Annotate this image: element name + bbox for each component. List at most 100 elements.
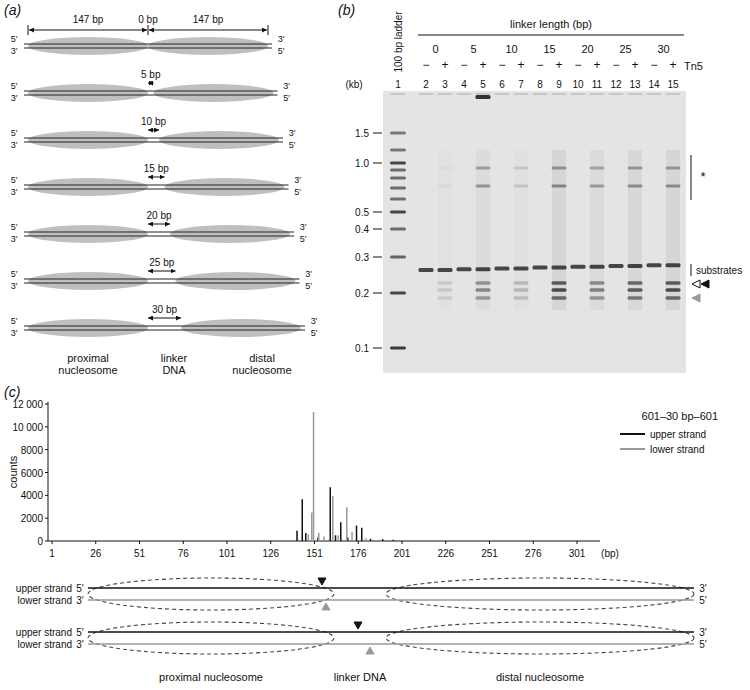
tick-label: 10 000 [12, 421, 43, 432]
length-label: 147 bp [193, 14, 224, 25]
strand-end: 3′ [11, 94, 18, 104]
dna-strand [24, 283, 300, 284]
count-spike [379, 540, 381, 541]
gel-band [628, 185, 643, 188]
upper-strand-line [88, 587, 694, 588]
size-label: 0.2 [355, 288, 369, 299]
gel-band [390, 228, 406, 231]
count-spike [305, 533, 307, 541]
tick-label: 26 [90, 548, 101, 559]
gel-band [647, 263, 662, 267]
size-tick [373, 229, 382, 230]
strand-end: 3′ [11, 282, 18, 292]
size-tick [373, 163, 382, 164]
strand-end: 5′ [11, 270, 18, 280]
dimension-tick [148, 25, 149, 35]
nucleosome [28, 131, 148, 149]
lane-number: 12 [610, 79, 621, 90]
linker-arrow [148, 224, 170, 225]
gel-band [590, 93, 605, 95]
gel-band [419, 93, 434, 95]
gel-band [438, 296, 453, 300]
unit-label: (bp) [601, 548, 619, 559]
gel-band [552, 281, 567, 285]
nucleosome-outline [88, 578, 334, 610]
y-tick [45, 518, 48, 519]
gel-band [609, 264, 624, 268]
gel-band [666, 185, 681, 188]
gel-band [390, 169, 406, 172]
treatment-sign: + [517, 59, 524, 72]
lane-number: 1 [395, 79, 401, 90]
lower-strand-line [88, 643, 694, 644]
count-spike [356, 526, 358, 541]
size-tick [373, 212, 382, 213]
strand-end: 3′ [76, 639, 83, 650]
gel-band [533, 266, 548, 270]
strand-end: 5′ [76, 583, 83, 594]
count-spike [318, 533, 320, 541]
gel-band [438, 281, 453, 285]
tick-label: 251 [481, 548, 498, 559]
bracket-bar [691, 155, 692, 200]
linker-arrow [148, 318, 181, 319]
linker-length: 25 [619, 43, 631, 55]
gel-band [476, 296, 491, 300]
tick-label: 4000 [21, 490, 43, 501]
gel-band [552, 167, 567, 170]
count-spike [351, 532, 353, 541]
strand-end: 3′ [11, 188, 18, 198]
lane-number: 4 [461, 79, 467, 90]
lower-strand-line [88, 599, 694, 600]
tick-label: 126 [262, 548, 279, 559]
legend-text: upper strand [650, 429, 706, 440]
gel-smear [628, 150, 642, 310]
lane-number: 11 [592, 79, 602, 90]
treatment-sign: + [669, 59, 676, 72]
gel-band [390, 162, 406, 165]
y-axis [48, 402, 49, 541]
ladder-label: 100 bp ladder [393, 11, 404, 72]
linker-length-label: 30 bp [152, 304, 177, 315]
tick-label: 2000 [21, 513, 43, 524]
tick-label: 0 [37, 536, 43, 547]
gel-band [590, 185, 605, 188]
length-label: 0 bp [138, 14, 157, 25]
dna-strand [24, 232, 294, 233]
lane-number: 8 [537, 79, 543, 90]
gel-band [390, 292, 406, 295]
strand-name: lower strand [18, 639, 72, 650]
strand-end: 3′ [305, 270, 312, 280]
linker-length-label: 25 bp [149, 257, 174, 268]
linker-length-label: 10 bp [141, 116, 166, 127]
linker-arrow [148, 130, 159, 131]
strand-end: 5′ [76, 627, 83, 638]
gel-band [514, 185, 529, 188]
x-tick [489, 541, 490, 544]
dna-strand [24, 91, 278, 92]
nucleosome [181, 319, 301, 337]
dna-strand [24, 279, 300, 280]
gel-band [495, 266, 510, 270]
strand-end: 3′ [283, 82, 290, 92]
nucleosome [28, 225, 148, 243]
strand-end: 5′ [278, 47, 285, 57]
strand-end: 3′ [699, 583, 706, 594]
dna-strand [24, 95, 278, 96]
strand-end: 3′ [11, 329, 18, 339]
grey-arrowhead [692, 294, 700, 302]
gel-band [391, 93, 406, 95]
open-arrowhead [692, 280, 700, 288]
x-tick [358, 541, 359, 544]
gel-band [666, 296, 681, 300]
strand-end: 3′ [76, 595, 83, 606]
count-spike [330, 487, 332, 541]
gel-band [438, 167, 453, 170]
length-label: 147 bp [73, 14, 104, 25]
gel-smear [666, 150, 680, 310]
gel-band [476, 288, 491, 292]
gel-band [390, 149, 406, 152]
size-label: 1.0 [355, 158, 369, 169]
lane-number: 9 [556, 79, 562, 90]
legend-line-sample [620, 433, 645, 435]
